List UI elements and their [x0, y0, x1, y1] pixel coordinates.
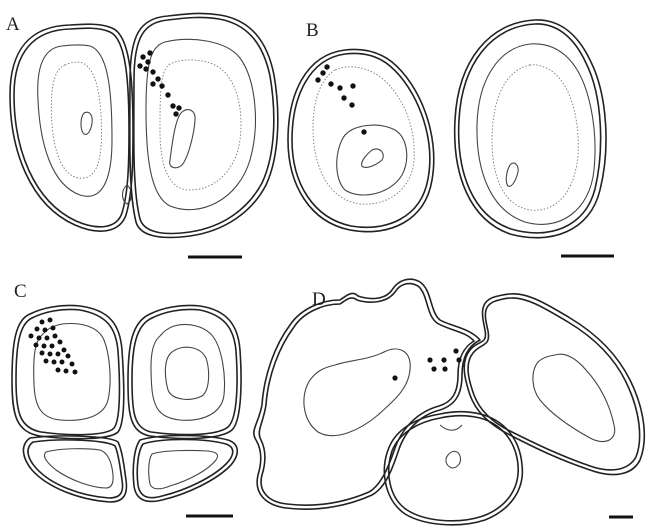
panel-c-dot	[70, 362, 75, 367]
panel-a-dot	[145, 59, 150, 64]
panel-c-dot	[51, 326, 56, 331]
panel-a-dot	[140, 54, 145, 59]
panel-a-dot	[165, 92, 170, 97]
panel-c-dot	[50, 344, 55, 349]
panel-c-dot	[40, 320, 45, 325]
panel-c-bottom-right-section	[133, 436, 237, 502]
panel-c-label: C	[14, 281, 27, 302]
panel-a-dot	[176, 105, 181, 110]
panel-a-dot	[173, 111, 178, 116]
panel-d-dot	[453, 348, 458, 353]
panel-d-dot	[441, 357, 446, 362]
panel-b-dot	[341, 95, 346, 100]
panel-a-dot	[150, 81, 155, 86]
panel-c-dot-cluster	[29, 318, 78, 375]
panel-c: C	[12, 281, 241, 516]
panel-d-dot	[431, 366, 436, 371]
panel-d: D	[254, 279, 644, 525]
panel-b-left-section	[288, 49, 434, 231]
panel-c-dot	[48, 318, 53, 323]
panel-a-dot	[147, 50, 152, 55]
panel-a-dot	[155, 76, 160, 81]
panel-c-dot	[56, 368, 61, 373]
panel-a-right-section	[130, 13, 278, 237]
panel-a-label: A	[6, 14, 20, 35]
panel-c-dot	[48, 352, 53, 357]
panel-d-right-hemisphere	[464, 294, 644, 475]
panel-c-dot	[35, 327, 40, 332]
panel-b-dot	[337, 85, 342, 90]
panel-b-dot	[315, 77, 320, 82]
panel-c-dot	[60, 360, 65, 365]
panel-b-label: B	[306, 20, 319, 41]
panel-c-dot	[62, 348, 67, 353]
panel-c-bottom-left-section	[23, 436, 126, 502]
panel-a-dot	[137, 63, 142, 68]
panel-c-dot	[37, 336, 42, 341]
panel-b: B	[288, 20, 614, 256]
panel-d-dot	[427, 357, 432, 362]
panel-c-top-right-section	[128, 305, 241, 438]
panel-d-dot-cluster	[392, 348, 461, 380]
panel-c-dot	[42, 344, 47, 349]
panel-c-dot	[34, 343, 39, 348]
panel-c-dot	[56, 352, 61, 357]
panel-b-dot-cluster	[315, 64, 366, 134]
panel-a-dot	[143, 66, 148, 71]
panel-b-dot	[324, 64, 329, 69]
panel-d-dot	[456, 357, 461, 362]
panel-c-dot	[40, 351, 45, 356]
panel-d-dot	[442, 366, 447, 371]
panel-b-dot	[328, 81, 333, 86]
panel-a-dot	[170, 103, 175, 108]
panel-c-dot	[43, 328, 48, 333]
panel-c-dot	[66, 354, 71, 359]
panel-b-dot	[320, 70, 325, 75]
panel-a-dot	[150, 69, 155, 74]
panel-b-dot	[350, 83, 355, 88]
panel-c-dot	[52, 360, 57, 365]
panel-b-dot	[361, 129, 366, 134]
panel-c-dot	[29, 334, 34, 339]
panel-c-dot	[44, 359, 49, 364]
panel-b-dot	[349, 102, 354, 107]
panel-a: A	[6, 13, 278, 257]
panel-a-left-section	[10, 24, 133, 231]
panel-c-dot	[45, 336, 50, 341]
panel-c-dot	[58, 340, 63, 345]
panel-c-dot	[53, 334, 58, 339]
panel-c-dot	[73, 370, 78, 375]
panel-b-right-section	[455, 20, 606, 238]
panel-a-dot-cluster	[137, 50, 181, 116]
panel-d-dot	[392, 375, 397, 380]
panel-d-left-hemisphere	[254, 279, 480, 509]
panel-c-dot	[64, 369, 69, 374]
panel-a-dot	[159, 83, 164, 88]
